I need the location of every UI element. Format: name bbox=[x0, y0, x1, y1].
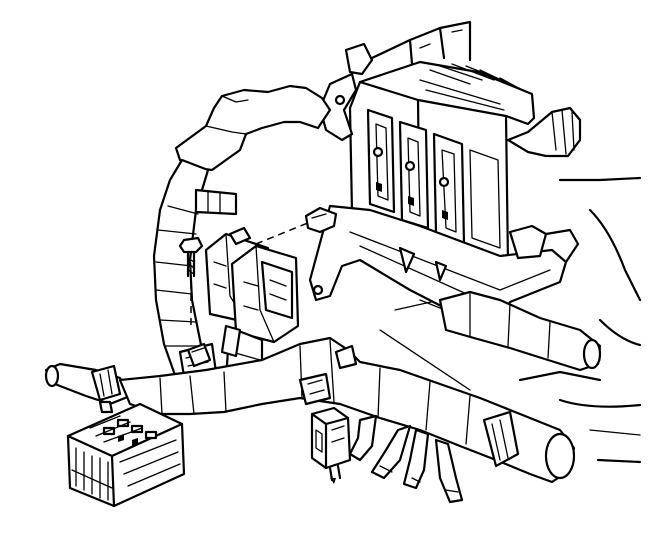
small-connector bbox=[310, 406, 352, 484]
connector-bracket-tab bbox=[304, 206, 338, 234]
mounting-bolt bbox=[178, 236, 204, 326]
upper-mount bbox=[318, 42, 374, 142]
harness-branch-wires bbox=[348, 414, 464, 504]
wiring-harness-lower bbox=[118, 336, 576, 484]
harness-stub-left bbox=[44, 362, 132, 414]
fuse-relay-block bbox=[66, 402, 186, 508]
module-knob bbox=[506, 106, 582, 158]
connector-clip-mid bbox=[186, 342, 212, 368]
harness-branch-right bbox=[438, 290, 602, 372]
harness-clips bbox=[298, 344, 358, 406]
harness-connectors bbox=[204, 226, 300, 344]
wiring-harness-upper bbox=[174, 84, 332, 172]
